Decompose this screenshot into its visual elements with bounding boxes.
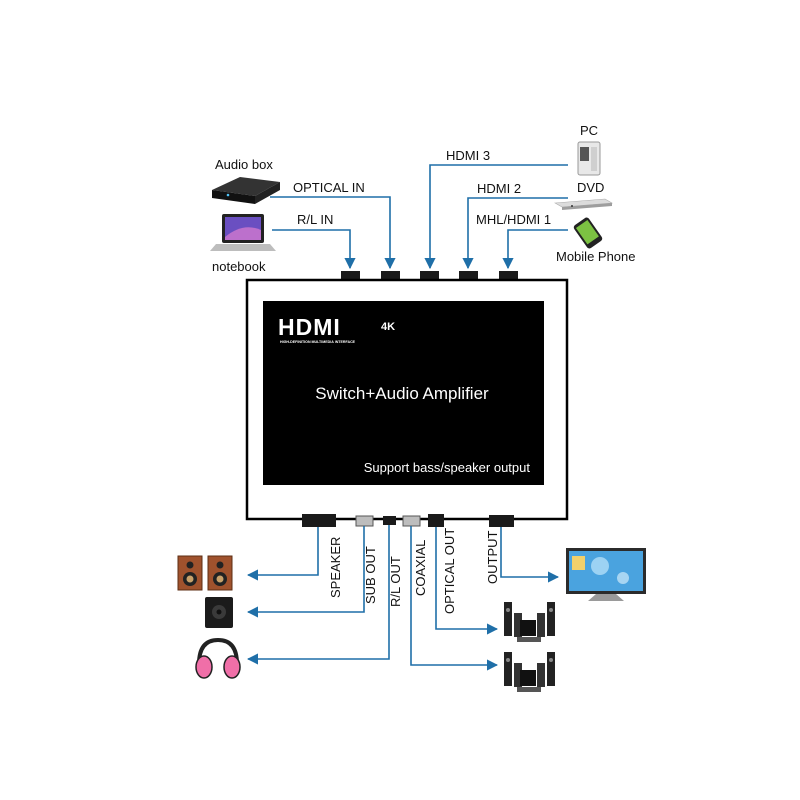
port-coaxial	[402, 515, 421, 527]
tv-icon	[566, 548, 646, 601]
wire-mhl-hdmi1	[502, 229, 568, 270]
wire-sub-out	[246, 526, 365, 618]
set-top-box-icon	[212, 177, 280, 204]
label-speaker: SPEAKER	[328, 537, 343, 598]
hdmi-logo-4k: 4K	[381, 321, 395, 333]
label-sub-out: SUB OUT	[363, 546, 378, 604]
port-output	[489, 515, 514, 527]
device-title: Switch+Audio Amplifier	[315, 384, 489, 403]
label-audio-box: Audio box	[215, 157, 273, 172]
label-hdmi3: HDMI 3	[446, 148, 490, 163]
wire-optical-in	[270, 196, 396, 270]
device-front-panel	[263, 301, 544, 485]
port-sub-out	[355, 515, 374, 527]
label-mobile-phone: Mobile Phone	[556, 249, 636, 264]
label-optical-in: OPTICAL IN	[293, 180, 365, 195]
label-mhl-hdmi1: MHL/HDMI 1	[476, 212, 551, 227]
hdmi-logo-tagline: HIGH-DEFINITION MULTIMEDIA INTERFACE	[280, 340, 356, 344]
wire-optical-out	[435, 527, 499, 635]
home-theater-icon	[504, 602, 555, 642]
headphones-icon	[195, 637, 241, 679]
subwoofer-icon	[205, 597, 233, 628]
wire-rl-in	[272, 229, 356, 270]
port-speaker	[302, 514, 336, 527]
label-coaxial: COAXIAL	[413, 540, 428, 596]
wire-speaker	[246, 527, 319, 581]
wire-output	[500, 527, 560, 583]
device-subtitle: Support bass/speaker output	[364, 460, 531, 475]
port-rl-out	[383, 516, 396, 525]
home-theater-icon	[504, 652, 555, 692]
label-notebook: notebook	[212, 259, 266, 274]
wire-hdmi3	[424, 164, 568, 270]
switch-device: HDMI 4K HIGH-DEFINITION MULTIMEDIA INTER…	[245, 278, 569, 521]
label-hdmi2: HDMI 2	[477, 181, 521, 196]
input-wires	[270, 164, 568, 270]
hdmi-logo: HDMI	[278, 314, 341, 340]
dvd-player-icon	[554, 198, 613, 210]
wire-coaxial	[410, 526, 499, 671]
wire-hdmi2	[462, 197, 568, 270]
port-optical-out	[428, 514, 444, 527]
bookshelf-speakers-icon	[177, 555, 233, 591]
output-wires	[246, 525, 560, 671]
label-rl-in: R/L IN	[297, 212, 333, 227]
label-output: OUTPUT	[485, 531, 500, 585]
mobile-phone-icon	[573, 217, 603, 249]
label-rl-out: R/L OUT	[388, 556, 403, 607]
laptop-icon	[210, 214, 276, 251]
pc-tower-icon	[577, 141, 601, 176]
output-ports	[302, 514, 514, 527]
label-dvd: DVD	[577, 180, 604, 195]
wire-rl-out	[246, 525, 390, 665]
label-pc: PC	[580, 123, 598, 138]
label-optical-out: OPTICAL OUT	[442, 528, 457, 614]
